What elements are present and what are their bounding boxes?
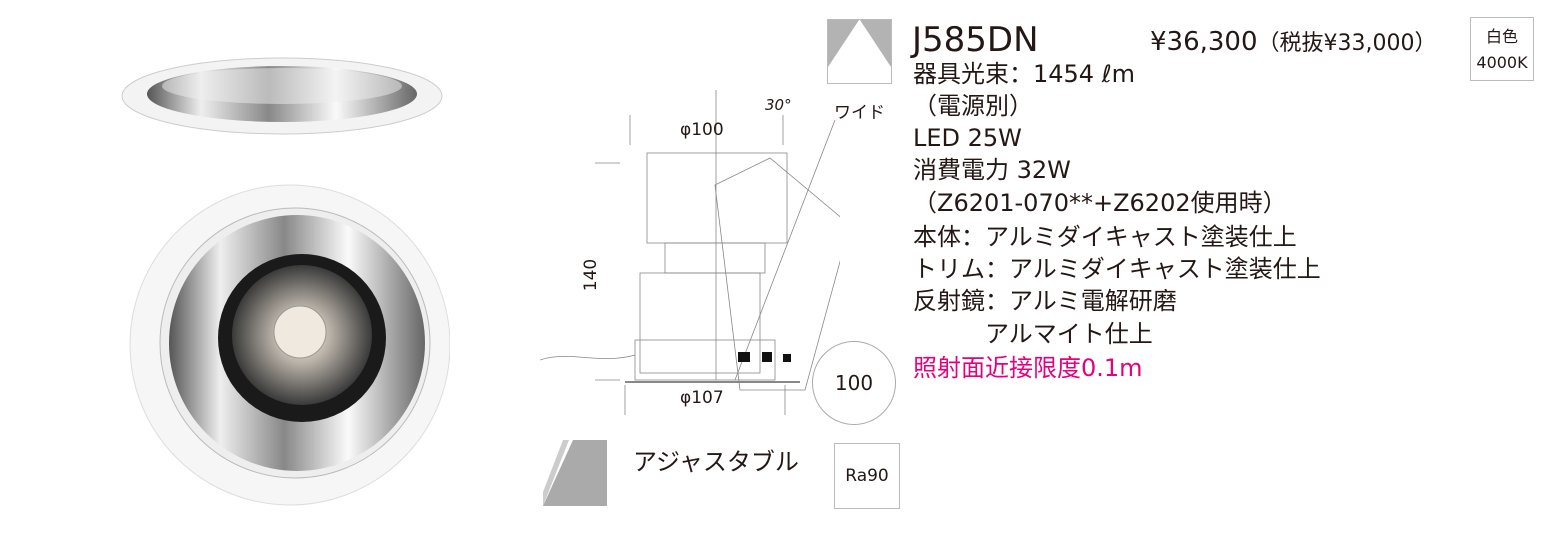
spec-reflector-finish: アルマイト仕上 [913,320,1153,348]
price-excl-tax: （税抜¥33,000） [1257,31,1437,56]
color-name: 白色 [1485,27,1518,46]
adjustable-label: アジャスタブル [633,448,799,476]
spec-led: LED 25W [913,124,1022,152]
proximity-warning: 照射面近接限度0.1m [913,354,1143,382]
spec-body: 本体：アルミダイキャスト塗装仕上 [913,223,1297,251]
color-temp-badge: 白色 4000K [1470,17,1534,81]
height-dim: 140 [581,258,602,292]
spec-power-unit: （Z6201-070**+Z6202使用時） [913,189,1287,217]
spec-reflector: 反射鏡：アルミ電解研磨 [913,287,1177,315]
cutout-diameter: 100 [812,341,896,425]
price: ¥36,300（税抜¥33,000） [1150,25,1437,57]
beam-label: ワイド [834,103,885,123]
price-incl-tax: ¥36,300 [1150,27,1258,57]
spec-power-consumption: 消費電力 32W [913,156,1071,184]
adjustable-icon [543,440,607,506]
tilt-angle: 30° [765,96,792,114]
bottom-diameter-dim: φ107 [680,388,724,408]
spec-trim: トリム：アルミダイキャスト塗装仕上 [913,255,1321,283]
product-photo [121,57,450,506]
spec-luminous-flux: 器具光束：1454 ℓm [913,60,1135,88]
spec-power-separate: （電源別） [913,92,1033,120]
dimension-drawing [540,90,840,415]
ra-badge: Ra90 [834,443,900,509]
color-temp: 4000K [1476,53,1528,72]
model-number: J585DN [912,20,1039,60]
wide-beam-icon [827,19,892,84]
top-diameter-dim: φ100 [680,120,724,140]
